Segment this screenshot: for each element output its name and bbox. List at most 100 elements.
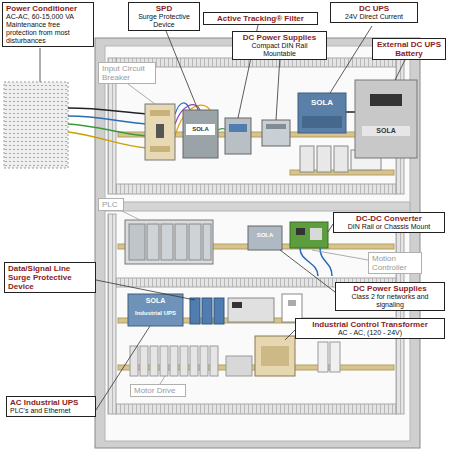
- leader-line: [285, 330, 295, 340]
- terminal-block: [160, 346, 168, 376]
- callout-body: AC-AC, 60-15,000 VA Maintenance free pro…: [6, 13, 90, 45]
- circuit-breaker: [145, 104, 175, 160]
- brand-label: SOLA: [250, 232, 280, 239]
- terminal-block: [190, 346, 198, 376]
- leader-line: [395, 60, 405, 80]
- leader-line: [96, 326, 150, 410]
- wire-duct: [108, 214, 116, 414]
- supply-label-strip: [266, 124, 286, 129]
- leader-line: [276, 56, 280, 120]
- signal-surge-protector: [202, 298, 212, 324]
- wire-duct: [396, 214, 404, 414]
- plc-rack: [125, 220, 213, 264]
- dc-dc-converter: [290, 222, 328, 248]
- terminal-strip: [226, 356, 252, 376]
- product-callout: DC-DC ConverterDIN Rail or Chassis Mount: [333, 212, 445, 233]
- product-callout: AC Industrial UPSPLC's and Ethernet: [6, 396, 96, 417]
- product-callout: Data/Signal Line Surge Protective Device: [4, 262, 96, 293]
- component-callout: Input Circuit Breaker: [98, 62, 156, 84]
- product-callout: DC Power SuppliesCompact DIN Rail Mounta…: [232, 31, 327, 60]
- dc-power-supply: [248, 226, 282, 250]
- callout-heading: Motion Controller: [372, 254, 418, 272]
- callout-body: AC - AC, (120 - 24V): [299, 329, 441, 337]
- control-transformer: [255, 336, 295, 376]
- callout-heading: SPD: [132, 4, 196, 13]
- product-callout: DC Power SuppliesClass 2 for networks an…: [335, 282, 445, 311]
- leader-line: [280, 250, 335, 292]
- cabinet-enclosure: [95, 38, 420, 448]
- leader-line: [312, 250, 368, 260]
- power-wire: [68, 132, 147, 148]
- power-wire: [68, 108, 147, 114]
- callout-heading: Motor Drive: [134, 386, 182, 395]
- din-module: [300, 146, 314, 172]
- ac-industrial-ups: [128, 294, 183, 326]
- callout-heading: DC-DC Converter: [337, 214, 441, 223]
- leader-line: [330, 26, 372, 93]
- brand-label: Industrial UPS: [130, 310, 181, 317]
- leader-line: [96, 280, 195, 300]
- brand-label: SOLA: [186, 126, 215, 133]
- signal-surge-protector: [190, 298, 200, 324]
- converter-chip: [296, 228, 305, 235]
- leader-line: [164, 26, 198, 110]
- leader-line: [40, 48, 41, 82]
- terminal-block: [150, 346, 158, 376]
- dc-power-supply: [262, 120, 290, 146]
- component-callout: Motor Drive: [130, 384, 186, 397]
- device-nameplate: [362, 126, 410, 136]
- callout-heading: External DC UPS Battery: [376, 40, 442, 58]
- callout-heading: Active Tracking® Filter: [207, 14, 314, 23]
- callout-body: Class 2 for networks and signaling: [339, 293, 441, 309]
- transformer-core: [261, 346, 289, 366]
- filter-module: [225, 118, 251, 154]
- component-callout: PLC: [98, 198, 124, 211]
- relay-module: [228, 298, 274, 322]
- wire-duct: [116, 184, 396, 194]
- callout-heading: Data/Signal Line Surge Protective Device: [8, 264, 92, 291]
- battery-cabinet: [355, 80, 417, 158]
- din-module: [317, 146, 331, 172]
- brand-label: SOLA: [130, 297, 181, 305]
- converter-transformer: [310, 228, 322, 240]
- outlet-socket: [288, 300, 296, 306]
- product-callout: Active Tracking® Filter: [203, 12, 318, 25]
- product-callout: DC UPS24V Direct Current: [330, 2, 418, 23]
- power-conditioner: [4, 82, 68, 168]
- ups-front-panel: [302, 116, 342, 128]
- signal-surge-protector: [214, 298, 224, 324]
- callout-body: Compact DIN Rail Mountable: [236, 42, 323, 58]
- fuse-holder: [318, 342, 328, 372]
- callout-heading: DC Power Supplies: [236, 33, 323, 42]
- terminal-block: [140, 346, 148, 376]
- component-callout: Motion Controller: [368, 252, 422, 274]
- brand-label: SOLA: [302, 98, 342, 107]
- callout-heading: Input Circuit Breaker: [102, 64, 152, 82]
- relay-indicator: [232, 302, 242, 308]
- panel-divider: [105, 202, 410, 211]
- fuse-holder: [330, 342, 340, 372]
- product-callout: Power ConditionerAC-AC, 60-15,000 VA Mai…: [2, 2, 94, 47]
- power-wire: [68, 116, 147, 124]
- terminal-block: [180, 346, 188, 376]
- callout-body: 24V Direct Current: [334, 13, 414, 21]
- leader-line: [160, 376, 165, 384]
- product-callout: SPDSurge Protective Device: [128, 2, 200, 31]
- callout-body: DIN Rail or Chassis Mount: [337, 223, 441, 231]
- terminal-block: [200, 346, 208, 376]
- plc-module: [161, 224, 173, 260]
- wire-duct: [116, 404, 396, 414]
- callout-heading: PLC: [102, 200, 120, 209]
- callout-heading: DC Power Supplies: [339, 284, 441, 293]
- battery-cable: [346, 111, 355, 113]
- callout-heading: DC UPS: [334, 4, 414, 13]
- plc-module: [175, 224, 187, 260]
- product-callout: External DC UPS Battery: [372, 38, 446, 60]
- dc-ups: [298, 93, 346, 133]
- plc-module: [189, 224, 201, 260]
- callout-body: PLC's and Ethernet: [10, 407, 92, 415]
- brand-label: SOLA: [362, 127, 410, 135]
- product-callout: Industrial Control TransformerAC - AC, (…: [295, 318, 445, 339]
- terminal-block: [210, 346, 218, 376]
